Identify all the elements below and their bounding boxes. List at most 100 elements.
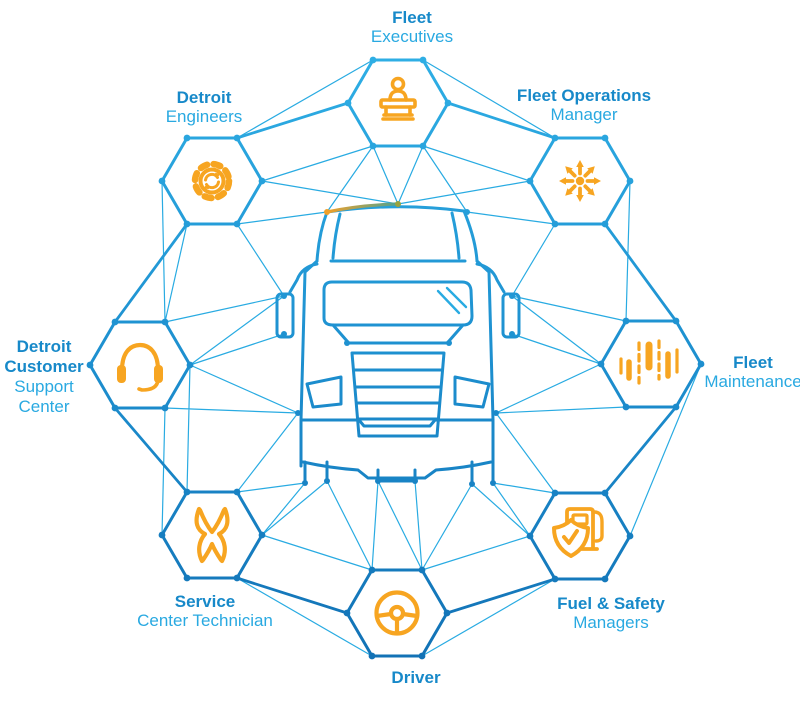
connection-dot: [509, 331, 515, 337]
connection-dot: [395, 201, 401, 207]
connection-dot: [344, 340, 350, 346]
label-fleet-maintenance: Fleet Maintenance: [704, 353, 800, 391]
connection-dot: [601, 489, 609, 497]
arrow-head: [576, 160, 584, 167]
label-detroit-engineers: Detroit Engineers: [166, 88, 243, 126]
connection-dot: [183, 488, 191, 496]
arrow-shaft: [583, 168, 593, 178]
connection-dot: [161, 318, 169, 326]
connection-dot: [551, 134, 559, 142]
label-line-bold: Fleet: [392, 8, 432, 27]
connection-dot: [281, 293, 287, 299]
connection-dot: [233, 134, 241, 142]
mesh-thin-lines: [161, 59, 702, 657]
label-line: Manager: [550, 105, 618, 124]
omni-direction-arrows-icon: [559, 160, 601, 202]
connection-dot: [601, 134, 609, 142]
connection-dot: [443, 609, 451, 617]
connection-dot: [672, 317, 680, 325]
label-service-center-technician: Service Center Technician: [137, 592, 273, 630]
connection-dot: [324, 209, 330, 215]
connection-dot: [186, 361, 194, 369]
label-line: Support: [14, 377, 74, 396]
hexagon-detroit-customer-support: [88, 320, 192, 410]
connection-dot: [369, 142, 377, 150]
arrow-head: [587, 166, 595, 174]
connection-dot: [526, 177, 534, 185]
label-line-bold: Driver: [391, 668, 441, 687]
connection-dot: [469, 481, 475, 487]
label-line-bold: Fleet Operations: [516, 86, 652, 105]
label-driver: Driver: [391, 668, 440, 687]
connection-dot: [464, 209, 470, 215]
connection-dot: [281, 331, 287, 337]
connection-dot: [183, 134, 191, 142]
label-line-bold: Service: [174, 592, 236, 611]
connection-dot: [344, 99, 352, 107]
label-line: Managers: [573, 613, 649, 632]
label-line-bold: Detroit: [16, 337, 72, 356]
semi-truck-front-outline: [275, 202, 521, 486]
connection-dot: [302, 480, 308, 486]
hexagon-driver: [345, 568, 449, 658]
connection-dot: [343, 609, 351, 617]
connection-dot: [258, 531, 266, 539]
arrow-head: [594, 177, 601, 185]
connection-dot: [412, 478, 418, 484]
label-line-bold: Fleet: [733, 353, 773, 372]
label-fleet-operations-manager: Fleet Operations Manager: [517, 86, 651, 124]
connection-dot: [622, 317, 630, 325]
connection-dot: [86, 361, 94, 369]
connection-dot: [158, 177, 166, 185]
label-line-bold: Fuel & Safety: [557, 594, 665, 613]
connection-dot: [626, 532, 634, 540]
connection-dot: [551, 575, 559, 583]
connection-dot: [601, 575, 609, 583]
connection-dot: [158, 531, 166, 539]
connection-dot: [493, 410, 499, 416]
connection-dot: [551, 220, 559, 228]
connection-dot: [375, 478, 381, 484]
arrow-head: [576, 195, 584, 202]
label-fuel-safety-managers: Fuel & Safety Managers: [557, 594, 665, 632]
connection-dot: [419, 142, 427, 150]
arrow-head: [559, 177, 566, 185]
connection-dot: [295, 410, 301, 416]
roof-accent-gradient: [325, 202, 400, 214]
connection-dot: [697, 360, 705, 368]
connection-dot: [233, 220, 241, 228]
node-icons: [117, 76, 679, 636]
hexagon-fleet-executives: [346, 58, 450, 148]
connection-dot: [111, 404, 119, 412]
arrow-head: [587, 188, 595, 196]
connection-dot: [597, 360, 605, 368]
connection-dot: [509, 293, 515, 299]
connection-dot: [324, 478, 330, 484]
fuel-pump-shield-check-icon: [552, 507, 604, 558]
connection-dot: [446, 340, 452, 346]
ring-thick-lines: [113, 101, 678, 615]
connection-dot: [418, 652, 426, 660]
arrow-head: [565, 166, 573, 174]
steering-wheel-icon: [374, 590, 420, 636]
label-line: Executives: [370, 27, 454, 46]
headset-icon: [117, 342, 163, 392]
connection-dot: [551, 489, 559, 497]
connection-dot: [601, 220, 609, 228]
connection-dot: [368, 652, 376, 660]
wrench-icon: [194, 506, 230, 564]
connection-dot: [626, 177, 634, 185]
connection-dot: [161, 404, 169, 412]
connection-dot: [111, 318, 119, 326]
connection-dot: [233, 574, 241, 582]
label-line: Center: [18, 397, 70, 416]
connection-dots: [86, 56, 705, 660]
label-line: Center Technician: [137, 611, 273, 630]
connection-dot: [258, 177, 266, 185]
connection-dot: [419, 56, 427, 64]
connection-dot: [418, 566, 426, 574]
label-line: Engineers: [165, 107, 243, 126]
label-fleet-executives: Fleet Executives: [371, 8, 453, 46]
